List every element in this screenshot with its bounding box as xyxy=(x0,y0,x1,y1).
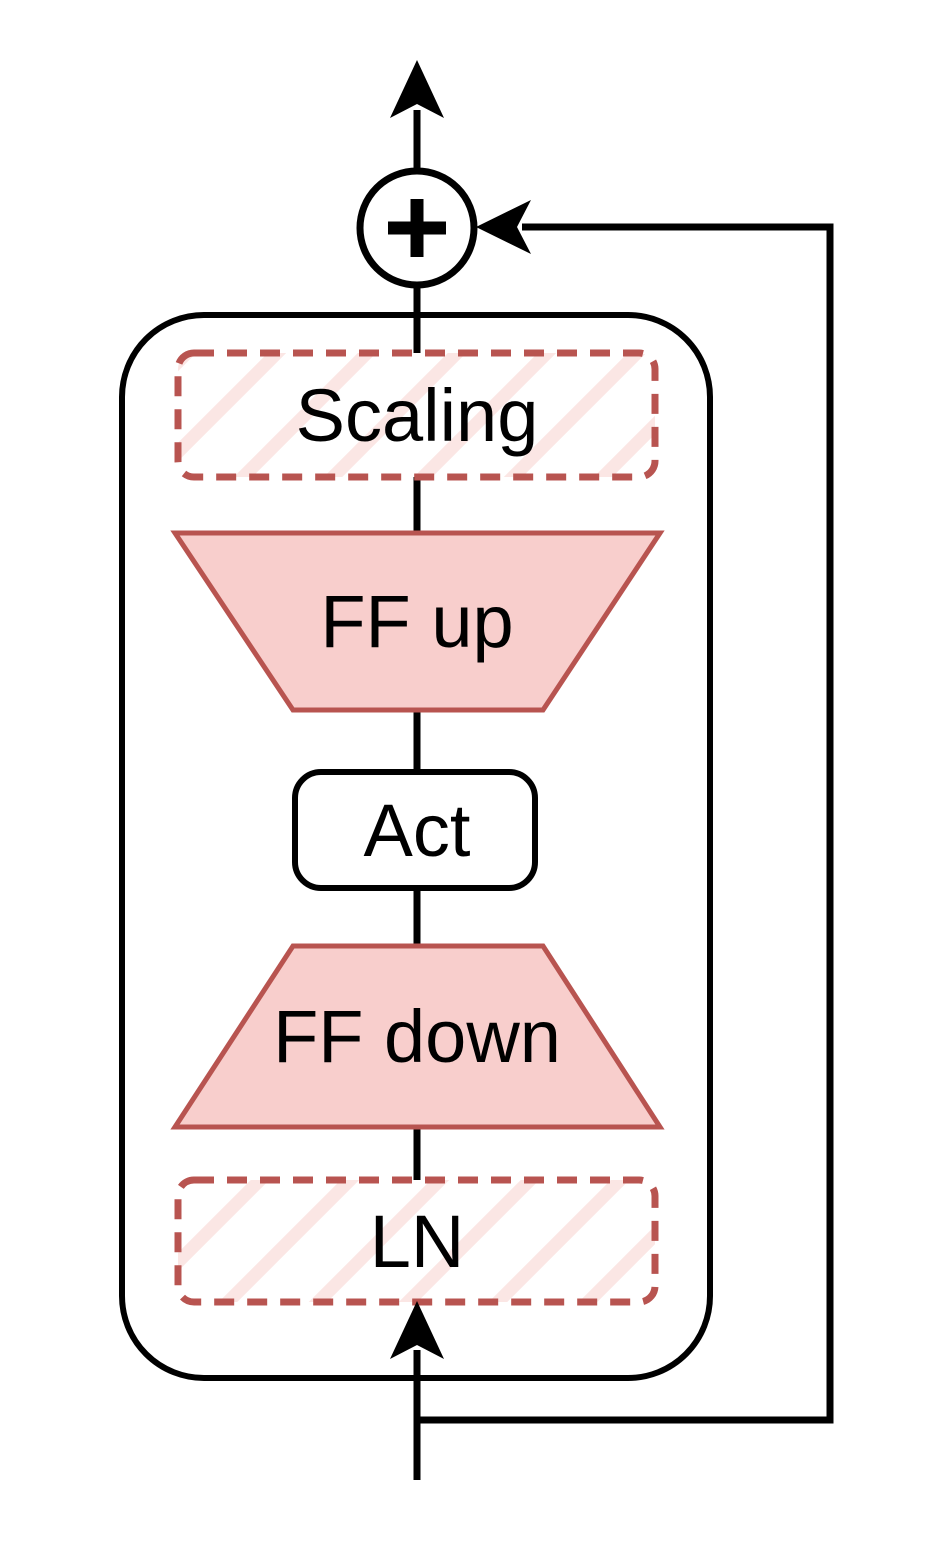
act-block xyxy=(292,769,538,891)
residual-arrow-head-icon xyxy=(476,200,531,254)
ff-up-block xyxy=(170,530,665,713)
ff-down-block xyxy=(170,943,665,1130)
labels: Scaling FF up Act FF down LN xyxy=(273,374,561,1283)
red-blocks xyxy=(170,349,665,1306)
scaling-block xyxy=(174,349,659,481)
output-arrow-head-icon xyxy=(390,60,444,118)
ff-down-label: FF down xyxy=(273,995,561,1078)
black-ink xyxy=(119,110,834,1480)
ff-up-label: FF up xyxy=(320,580,513,663)
plus-icon xyxy=(388,199,446,257)
scaling-label: Scaling xyxy=(296,374,539,457)
act-label: Act xyxy=(364,789,471,872)
input-arrow-head-icon xyxy=(390,1301,444,1359)
ln-label: LN xyxy=(370,1200,465,1283)
residual-connection-line xyxy=(417,223,834,1424)
arrowheads xyxy=(390,60,531,1359)
ln-block xyxy=(174,1176,659,1306)
